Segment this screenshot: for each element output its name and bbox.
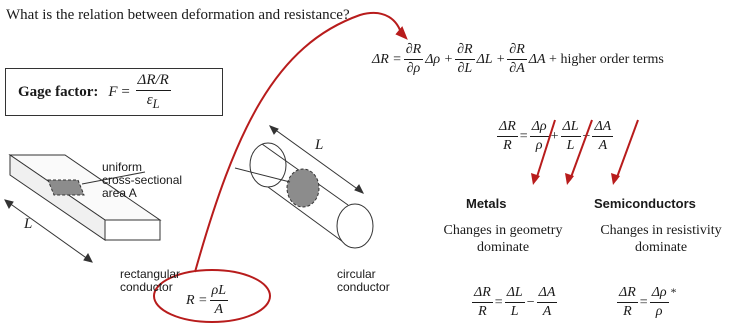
rectangular-conductor-drawing	[4, 154, 162, 263]
metals-heading: Metals	[466, 196, 507, 211]
length-label-circ: L	[315, 137, 324, 153]
area-leader-lines	[81, 167, 291, 185]
rect-cross-section-area	[47, 179, 85, 196]
cross-section-area-label: uniform cross-sectional area A	[102, 160, 183, 200]
connector-curve	[194, 12, 403, 273]
length-label-rect: L	[24, 216, 33, 232]
circular-conductor-drawing	[249, 125, 374, 249]
rectangular-conductor-label: rectangular conductor	[120, 267, 181, 294]
strike-L	[569, 119, 593, 181]
resistance-circle	[153, 269, 271, 323]
semiconductors-description: Changes in resistivity dominate	[600, 223, 722, 255]
gage-factor-box: Gage factor: F = ΔR/R εL	[5, 68, 223, 116]
circular-conductor-label: circular conductor	[337, 267, 390, 294]
metals-description: Changes in geometry dominate	[443, 223, 563, 255]
strike-rho	[535, 119, 556, 181]
red-annotations	[153, 12, 639, 323]
question-text: What is the relation between deformation…	[6, 7, 350, 23]
gage-factor-fraction: ΔR/R εL	[135, 72, 171, 112]
total-differential-equation: ΔR = ∂R∂ρ Δρ + ∂R∂L ΔL + ∂R∂A ΔA + highe…	[372, 42, 664, 76]
gage-factor-label: Gage factor:	[18, 83, 99, 100]
circ-cross-section-area	[286, 168, 320, 208]
strike-A	[615, 119, 639, 181]
gage-factor-symbol: F	[108, 83, 118, 100]
semiconductors-heading: Semiconductors	[594, 196, 696, 211]
